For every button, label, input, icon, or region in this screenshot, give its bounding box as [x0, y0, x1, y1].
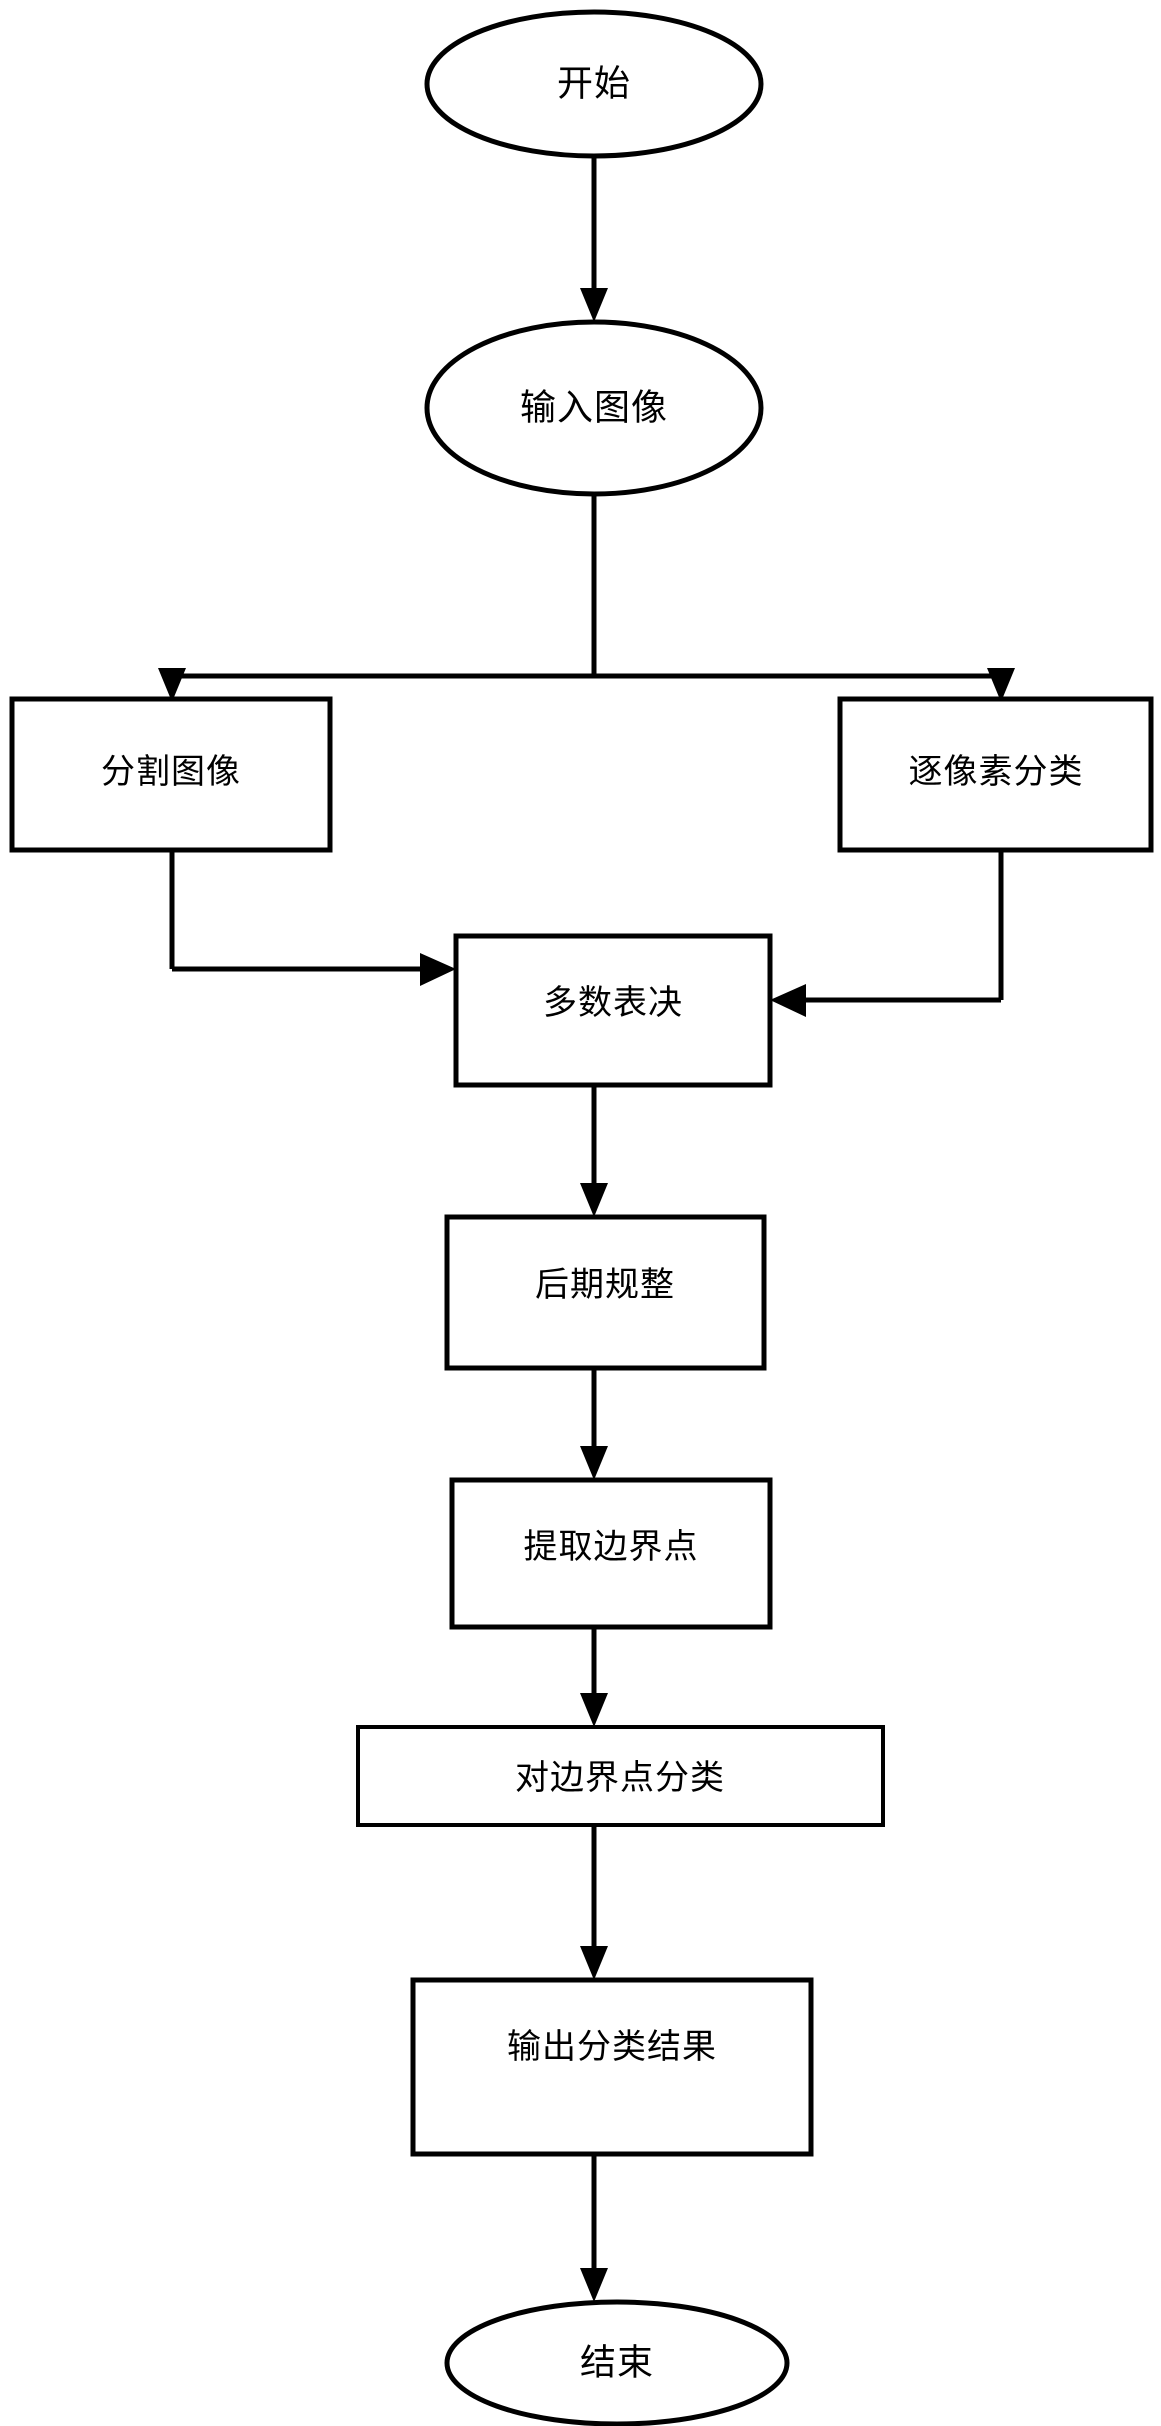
node-output-result[interactable]: 输出分类结果	[410, 1977, 814, 2157]
edge-classify-to-output	[580, 1825, 608, 1980]
edge-extract-to-classify	[580, 1627, 608, 1727]
node-start-label: 开始	[557, 64, 631, 105]
node-end-label: 结束	[580, 2343, 654, 2384]
node-classify-boundary-points-label: 对边界点分类	[515, 1758, 725, 1798]
node-segment-image[interactable]: 分割图像	[9, 696, 333, 853]
node-end[interactable]: 结束	[444, 2299, 790, 2426]
node-input-image[interactable]: 输入图像	[424, 319, 764, 497]
edge-postprocess-to-extract	[580, 1368, 608, 1480]
node-majority-vote[interactable]: 多数表决	[453, 933, 773, 1088]
edge-majority-to-postprocess	[580, 1085, 608, 1217]
node-output-result-label: 输出分类结果	[507, 2027, 717, 2067]
edge-input-image-fork-bus	[172, 495, 1001, 679]
edge-output-to-end	[580, 2154, 608, 2302]
node-start[interactable]: 开始	[424, 9, 764, 159]
edge-segment-to-majority	[169, 850, 456, 986]
node-extract-boundary-points[interactable]: 提取边界点	[449, 1477, 773, 1630]
edge-fork-to-segment-image	[158, 668, 186, 702]
node-post-process-label: 后期规整	[535, 1265, 675, 1305]
node-segment-image-label: 分割图像	[101, 752, 241, 792]
node-input-image-label: 输入图像	[520, 388, 668, 429]
node-pixelwise-classification-label: 逐像素分类	[909, 752, 1084, 792]
node-post-process[interactable]: 后期规整	[444, 1214, 767, 1371]
edge-pixelwise-to-majority	[770, 850, 1004, 1017]
node-extract-boundary-points-label: 提取边界点	[524, 1527, 699, 1567]
node-pixelwise-classification[interactable]: 逐像素分类	[837, 696, 1154, 853]
node-majority-vote-label: 多数表决	[543, 983, 683, 1023]
edge-start-to-input-image	[580, 157, 608, 322]
node-classify-boundary-points[interactable]: 对边界点分类	[356, 1725, 885, 1827]
edge-fork-to-pixelwise	[987, 668, 1015, 702]
